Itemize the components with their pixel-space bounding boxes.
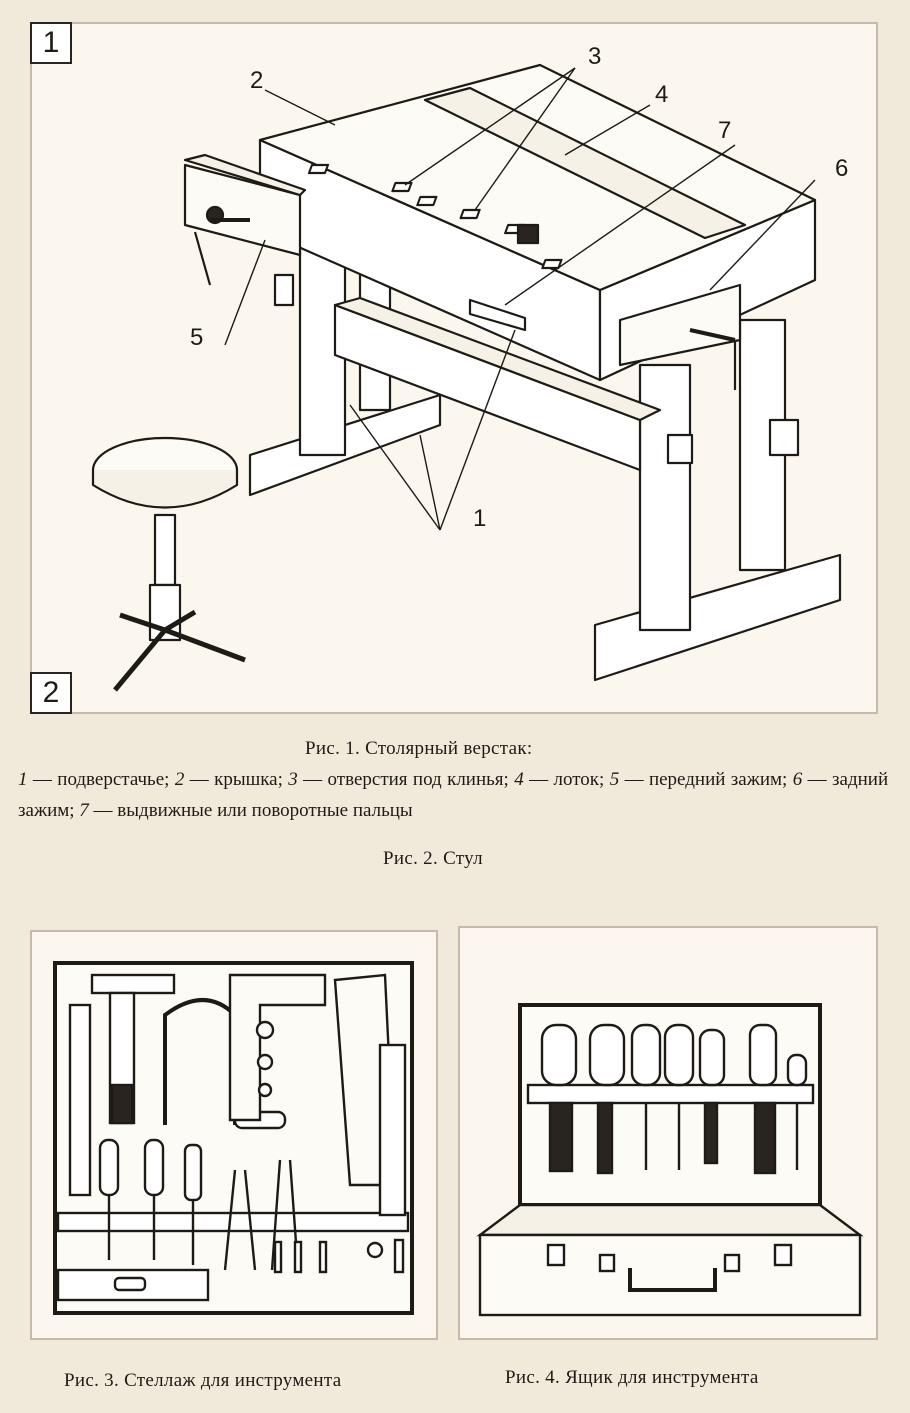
legend-text-3: — отверстия под клинья; [303, 769, 509, 790]
figure-2-caption: Рис. 2. Стул [383, 848, 483, 869]
legend-num-1: 1 [18, 769, 28, 790]
bench-top [258, 63, 817, 292]
label-3: 3 [588, 43, 601, 70]
square-tool [228, 973, 327, 1122]
figure-1-caption: Рис. 1. Столярный верстак: [305, 738, 533, 759]
front-vise [183, 163, 302, 257]
bench-dog [516, 223, 540, 245]
figure-1-number: 1 [30, 22, 72, 64]
rack-shelf [56, 1211, 410, 1233]
rear-vise [618, 283, 742, 367]
legend-num-6: 6 [792, 769, 803, 790]
legend-num-4: 4 [514, 769, 524, 790]
label-7: 7 [718, 117, 731, 144]
foot-right [593, 553, 842, 682]
label-1: 1 [473, 505, 486, 532]
legend-text-5: — передний зажим; [624, 769, 788, 790]
label-6: 6 [835, 155, 848, 182]
legend-num-3: 3 [288, 769, 298, 790]
sliding-finger [468, 298, 527, 332]
rack-chisels [98, 1138, 203, 1265]
ruler [68, 1003, 92, 1197]
legend-text-6: — задний зажим; [18, 769, 889, 821]
legend-text-7: — выдвижные или поворотные пальцы [93, 800, 413, 821]
figure-3-caption: Рис. 3. Стеллаж для инструмента [64, 1370, 342, 1391]
figure-4-caption: Рис. 4. Ящик для инструмента [505, 1367, 759, 1388]
figure-1-legend: 1 — подверстачье; 2 — крышка; 3 — отверс… [18, 764, 888, 826]
label-2: 2 [250, 67, 263, 94]
legend-text-2: — крышка; [189, 769, 283, 790]
toolbox-body [478, 1233, 862, 1317]
label-4: 4 [655, 81, 668, 108]
toolbox-handle [628, 1268, 717, 1292]
wedge [666, 433, 694, 465]
legend-text-1: — подверстачье; [32, 769, 170, 790]
toolbox-opening [476, 1203, 864, 1237]
tray [423, 86, 747, 240]
figure-2-number: 2 [30, 672, 72, 714]
label-5: 5 [190, 324, 203, 351]
legend-text-4: — лоток; [529, 769, 605, 790]
legend-num-7: 7 [79, 800, 89, 821]
legend-num-2: 2 [174, 769, 185, 790]
lid-shelf [526, 1083, 815, 1105]
legend-num-5: 5 [609, 769, 620, 790]
box-chisels [540, 1023, 808, 1175]
workbench-drawing: 1 2 3 4 5 6 7 [91, 43, 848, 692]
